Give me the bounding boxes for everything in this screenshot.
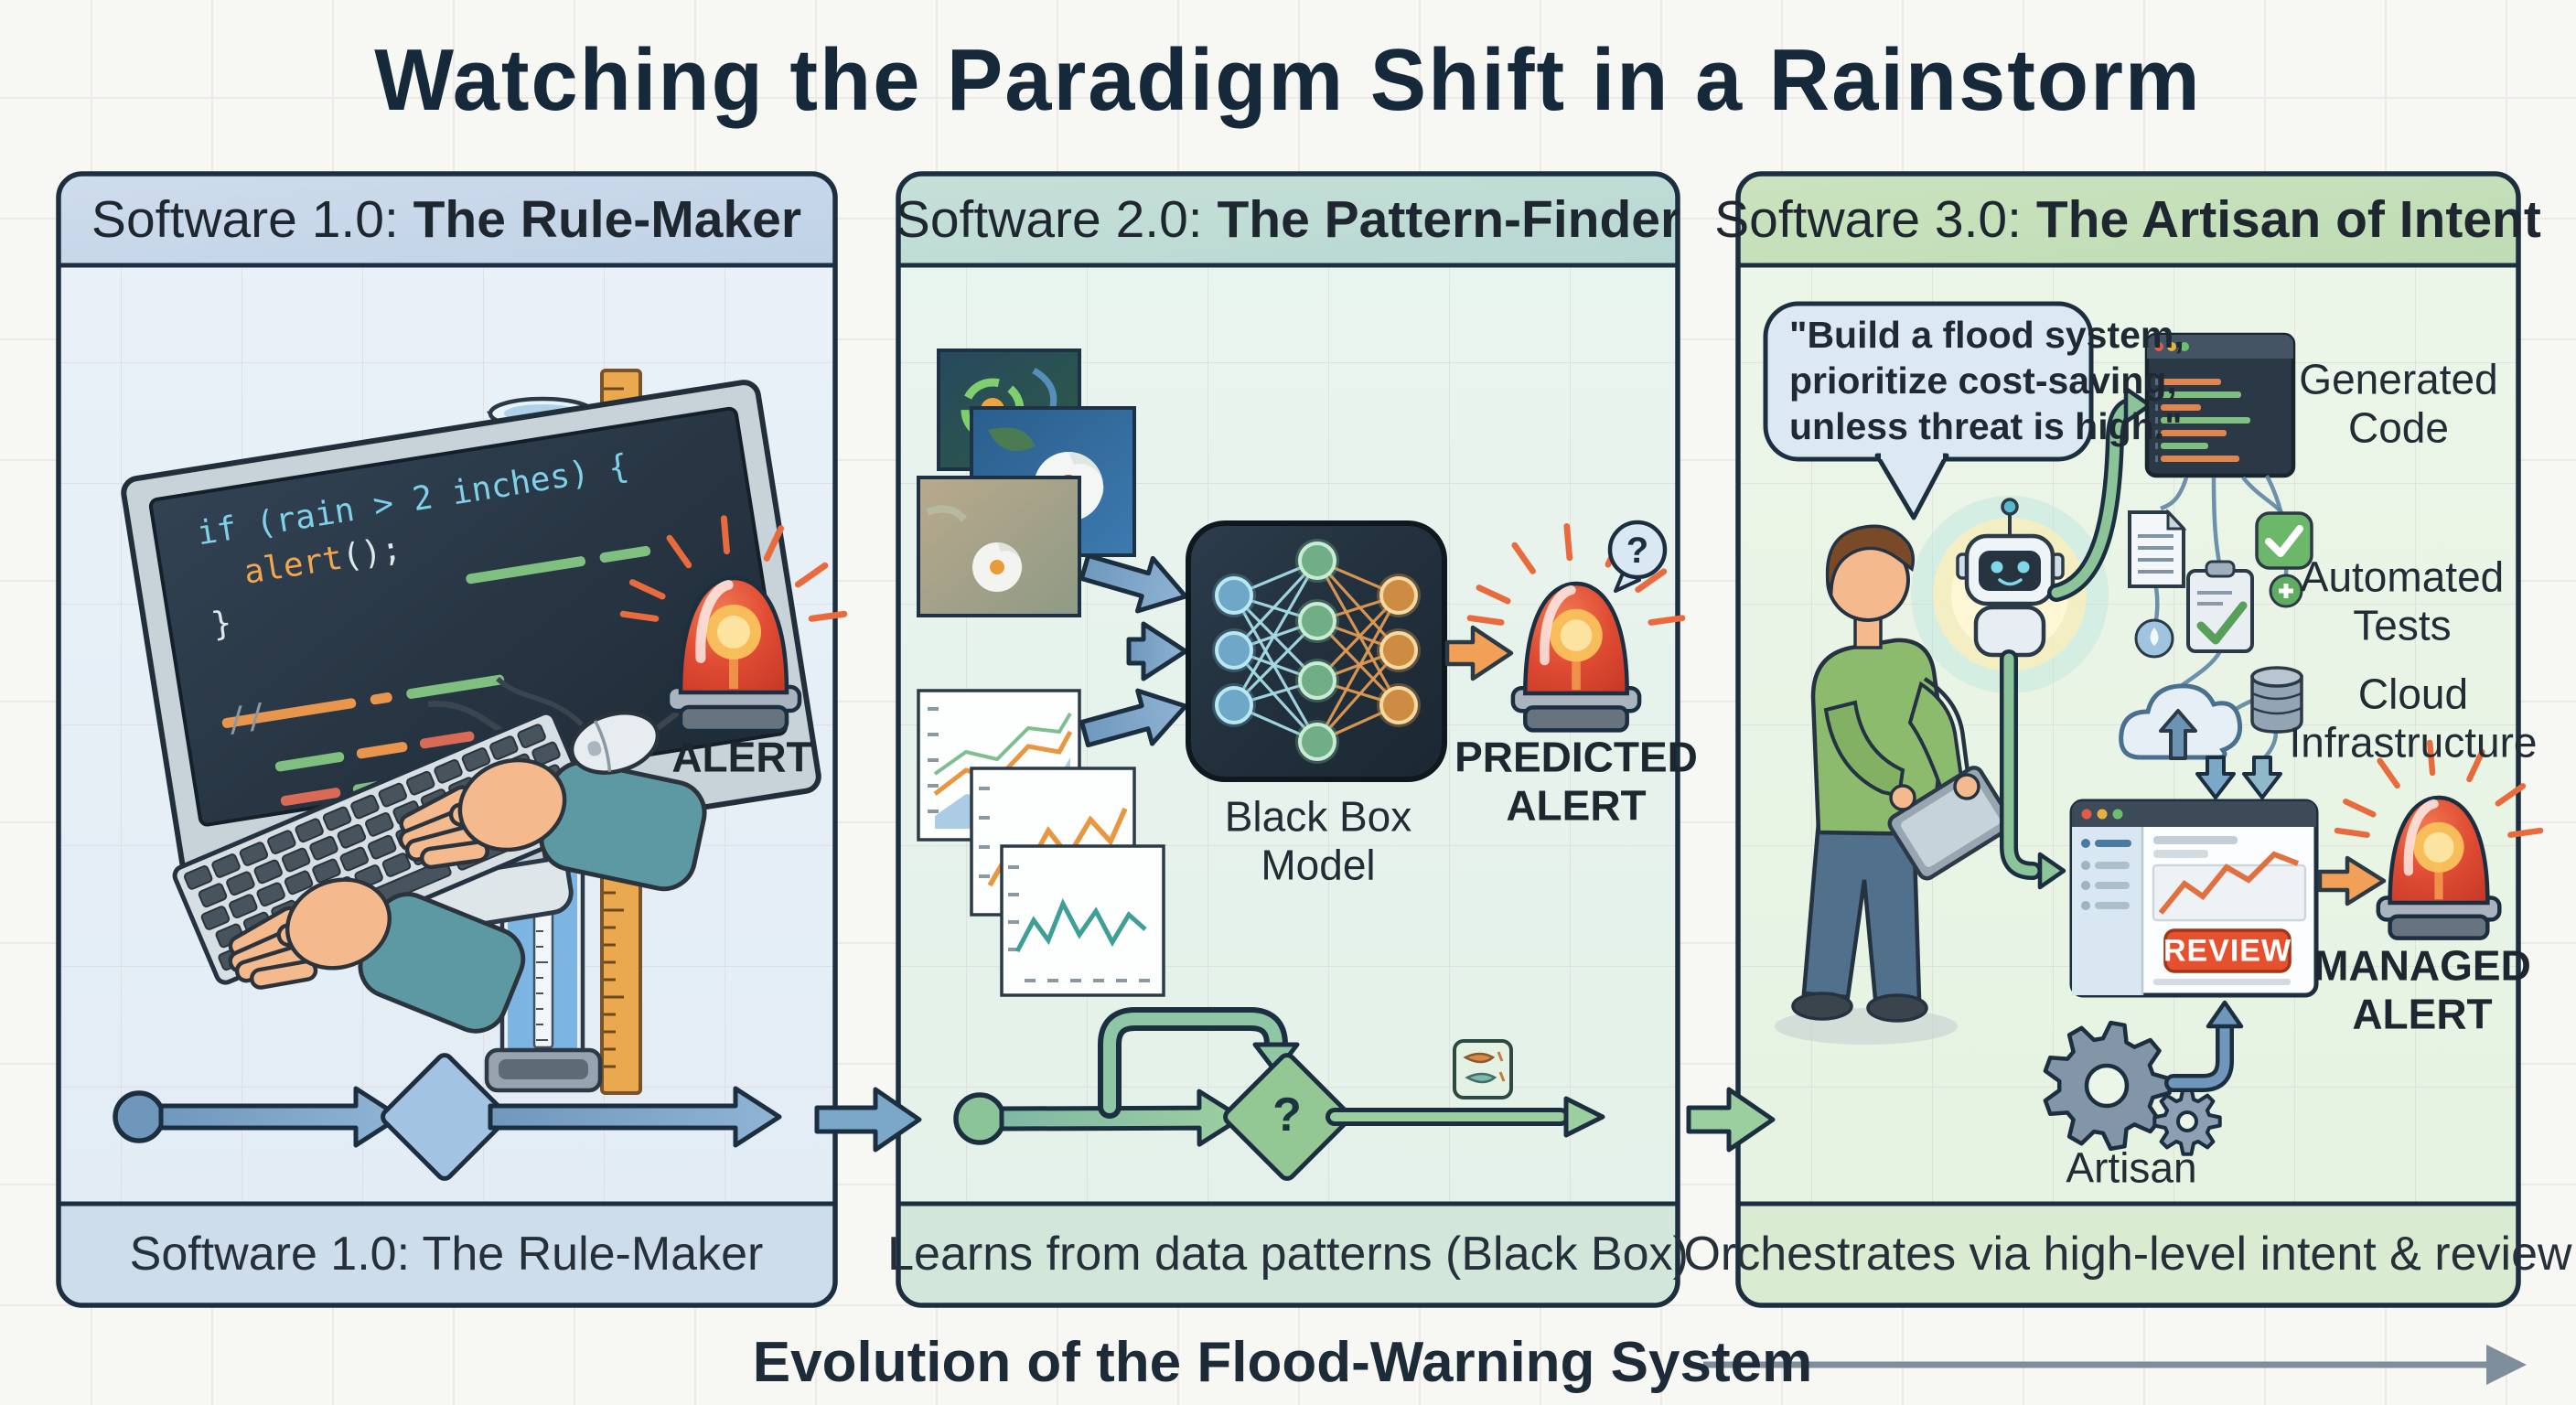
question-mark: ? bbox=[1626, 530, 1649, 571]
flow-start-node-2 bbox=[953, 1092, 1006, 1145]
deploy-arrow-1 bbox=[2195, 756, 2236, 799]
input-arrow-3 bbox=[1079, 688, 1188, 748]
alert-label: ALERT bbox=[671, 733, 812, 781]
deploy-arrow-2 bbox=[2242, 756, 2282, 799]
artisan-gear-large bbox=[2043, 1020, 2172, 1152]
diamond-question-mark: ? bbox=[1272, 1088, 1302, 1142]
panel-1-illustration bbox=[113, 369, 848, 1181]
artisan-gear-small bbox=[2152, 1087, 2222, 1156]
panel-2-header-name: The Pattern-Finder bbox=[1217, 189, 1681, 249]
panel-3-footer-label: Orchestrates via high-level intent & rev… bbox=[1683, 1227, 2572, 1281]
panel-3-header-name: The Artisan of Intent bbox=[2035, 189, 2541, 249]
flow-arrow-1 bbox=[158, 1086, 402, 1148]
infographic-title: Watching the Paradigm Shift in a Rainsto… bbox=[374, 31, 2202, 129]
water-drop-icon bbox=[2134, 618, 2174, 659]
document-icon bbox=[2128, 509, 2187, 588]
satellite-images-icon bbox=[917, 349, 1136, 617]
panel-1-header-name: The Rule-Maker bbox=[413, 189, 802, 249]
check-square-icon bbox=[2255, 511, 2313, 570]
black-box-model-icon bbox=[1186, 520, 1447, 782]
evolution-axis bbox=[57, 1345, 2527, 1385]
evolution-axis-label: Evolution of the Flood-Warning System bbox=[752, 1331, 1813, 1395]
cloud-infrastructure-label: Cloud Infrastructure bbox=[2289, 670, 2538, 767]
panel1-flowchart bbox=[113, 1053, 782, 1181]
panel-3-illustration bbox=[1763, 301, 2544, 1156]
panel-2-footer-label: Learns from data patterns (Black Box) bbox=[887, 1227, 1689, 1281]
generated-code-window bbox=[2144, 332, 2296, 478]
panel-1-header: Software 1.0: The Rule-Maker bbox=[91, 189, 801, 250]
mouse-icon bbox=[569, 711, 660, 775]
intent-to-review-arrow bbox=[2000, 649, 2042, 880]
axis-arrowhead bbox=[2486, 1345, 2527, 1385]
input-arrow-2 bbox=[1126, 621, 1188, 681]
cloud-arrow bbox=[2159, 709, 2197, 760]
database-icon bbox=[2250, 666, 2303, 734]
managed-siren-icon bbox=[2334, 739, 2544, 940]
black-box-model-label: Black Box Model bbox=[1224, 792, 1412, 889]
input-arrow-1 bbox=[1079, 553, 1188, 614]
transition-arrow-2 bbox=[1686, 1087, 1776, 1153]
artisan-label: Artisan bbox=[2066, 1143, 2197, 1192]
pipeline-connector bbox=[2160, 477, 2189, 511]
panel2-flowchart bbox=[953, 1007, 1605, 1181]
decision-diamond-2 bbox=[1223, 1053, 1351, 1181]
panel-2-illustration bbox=[917, 349, 1686, 1181]
flow-start-node bbox=[113, 1090, 166, 1143]
panel-2-header-prefix: Software 2.0: bbox=[895, 189, 1218, 249]
review-dashboard-window bbox=[2069, 799, 2319, 998]
alert-siren-icon bbox=[619, 515, 848, 734]
question-bubble-icon bbox=[1607, 520, 1668, 593]
review-button bbox=[2163, 928, 2292, 973]
review-button-label: REVIEW bbox=[2163, 933, 2292, 969]
panel-1-footer-label: Software 1.0: The Rule-Maker bbox=[129, 1227, 764, 1281]
transition-arrow-1 bbox=[814, 1087, 922, 1153]
predicted-alert-label: PREDICTED ALERT bbox=[1454, 733, 1698, 830]
intent-to-code-arrow bbox=[2047, 397, 2141, 602]
cloud-upload-icon bbox=[2119, 683, 2243, 760]
feedback-loop-arrow bbox=[1098, 1007, 1288, 1119]
decision-diamond bbox=[381, 1053, 509, 1181]
person-icon bbox=[1775, 524, 2013, 1045]
predicted-siren-icon bbox=[1466, 522, 1686, 733]
code-line-2b: (); bbox=[339, 530, 404, 577]
flow-arrow-2 bbox=[488, 1086, 782, 1148]
automated-tests-label: Automated Tests bbox=[2300, 552, 2505, 649]
speech-bubble bbox=[1763, 301, 2094, 520]
mini-data-icon bbox=[1453, 1039, 1513, 1099]
predicted-arrow bbox=[1444, 625, 1514, 681]
managed-arrow bbox=[2317, 855, 2387, 906]
panel-3-header-prefix: Software 3.0: bbox=[1714, 189, 2036, 249]
code-comment: // bbox=[224, 696, 270, 741]
flow-arrow-3 bbox=[999, 1089, 1244, 1147]
speech-bubble-text: "Build a flood system, prioritize cost-s… bbox=[1789, 313, 2184, 448]
panel-1-header-prefix: Software 1.0: bbox=[91, 189, 413, 249]
managed-alert-label: MANAGED ALERT bbox=[2313, 941, 2531, 1038]
left-hand-icon bbox=[228, 877, 526, 1034]
panel-2-header: Software 2.0: The Pattern-Finder bbox=[896, 189, 1680, 250]
right-hand-icon bbox=[398, 757, 707, 892]
generated-code-label: Generated Code bbox=[2299, 355, 2498, 452]
panel-3-header: Software 3.0: The Artisan of Intent bbox=[1714, 189, 2541, 250]
clipboard-check-icon bbox=[2186, 560, 2254, 653]
data-charts-icon bbox=[917, 689, 1165, 997]
artisan-review-arrow bbox=[2164, 1017, 2234, 1092]
plus-icon bbox=[2269, 574, 2303, 608]
mouse-cable bbox=[496, 676, 584, 726]
robot-icon bbox=[1911, 496, 2109, 693]
